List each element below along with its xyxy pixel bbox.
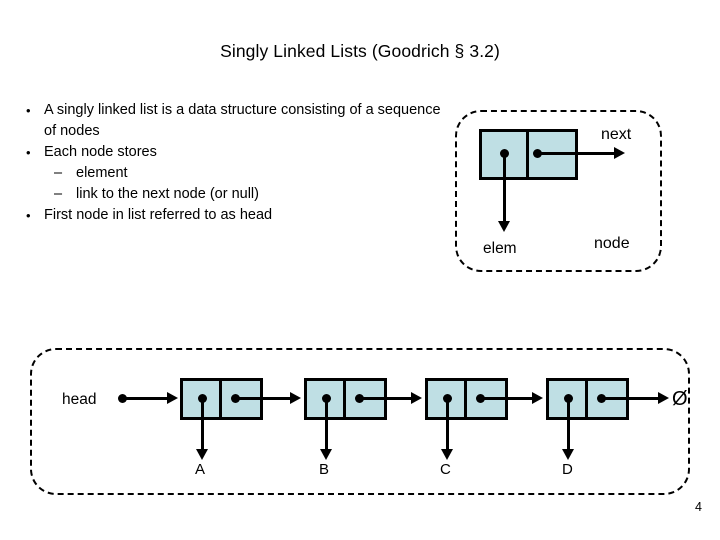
list-node-element-label: C	[440, 461, 451, 478]
head-pointer-line	[122, 397, 168, 400]
list-node-elem-cell	[307, 381, 346, 417]
bullet-list: • A singly linked list is a data structu…	[26, 100, 446, 226]
dash-marker-icon: –	[54, 186, 63, 202]
node-detail-next-label: next	[601, 126, 632, 143]
node-detail-elem-arrowhead-icon	[498, 221, 510, 232]
list-node-element-label: D	[562, 461, 573, 478]
list-node-element-label: B	[319, 461, 330, 478]
null-symbol-icon: Ø	[672, 388, 688, 410]
node-detail-next-line	[537, 152, 615, 155]
node-detail-node-label: node	[594, 235, 630, 252]
list-item: – link to the next node (or null)	[26, 184, 446, 205]
bullet-marker-icon: •	[26, 103, 31, 118]
list-node-next-line	[480, 397, 533, 400]
list-node-next-arrowhead-icon	[658, 392, 669, 404]
node-detail-elem-cell	[482, 132, 529, 177]
list-node-next-arrowhead-icon	[290, 392, 301, 404]
list-node-elem-line	[201, 398, 204, 450]
list-node-next-line	[359, 397, 412, 400]
dash-marker-icon: –	[54, 165, 63, 181]
page-number: 4	[695, 500, 702, 514]
list-item: • Each node stores	[26, 142, 446, 163]
page-title: Singly Linked Lists (Goodrich § 3.2)	[220, 41, 500, 61]
list-node-next-arrowhead-icon	[532, 392, 543, 404]
list-item-label: element	[76, 165, 128, 181]
list-node-elem-line	[567, 398, 570, 450]
node-detail-next-arrowhead-icon	[614, 147, 625, 159]
head-pointer-arrowhead-icon	[167, 392, 178, 404]
list-item-label: Each node stores	[44, 144, 157, 160]
list-node-next-line	[601, 397, 659, 400]
bullet-marker-icon: •	[26, 208, 31, 223]
node-detail-elem-line	[503, 153, 506, 222]
list-node-next-arrowhead-icon	[411, 392, 422, 404]
list-node-elem-arrowhead-icon	[441, 449, 453, 460]
node-detail-dashed-container	[455, 110, 662, 272]
bullet-marker-icon: •	[26, 145, 31, 160]
list-item-label: First node in list referred to as head	[44, 207, 273, 223]
list-item: • First node in list referred to as head	[26, 205, 446, 226]
list-item-label: link to the next node (or null)	[76, 186, 259, 202]
list-node-elem-line	[325, 398, 328, 450]
list-item: – element	[26, 163, 446, 184]
list-node-elem-cell	[428, 381, 467, 417]
node-detail-elem-label: elem	[483, 240, 517, 257]
list-item: • A singly linked list is a data structu…	[26, 100, 446, 142]
list-node-elem-cell	[183, 381, 222, 417]
list-node-elem-cell	[549, 381, 588, 417]
list-node-element-label: A	[195, 461, 206, 478]
list-node-elem-arrowhead-icon	[562, 449, 574, 460]
list-node-elem-arrowhead-icon	[196, 449, 208, 460]
linked-list-dashed-container	[30, 348, 690, 495]
linked-list-head-label: head	[62, 391, 97, 408]
list-node-elem-line	[446, 398, 449, 450]
list-item-label: A singly linked list is a data structure…	[44, 102, 441, 139]
list-node-elem-arrowhead-icon	[320, 449, 332, 460]
list-node-next-line	[235, 397, 291, 400]
